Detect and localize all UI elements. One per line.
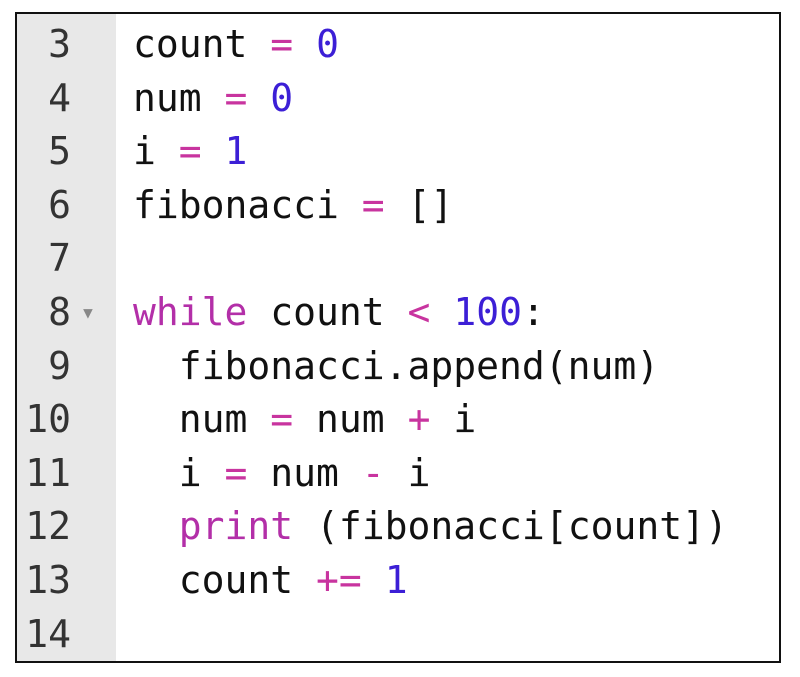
line-number: 4 [48, 75, 71, 120]
text-token: i [133, 129, 179, 174]
text-token: count [133, 22, 271, 66]
text-token: (fibonacci[count]) [293, 504, 728, 549]
text-token [202, 129, 225, 173]
text-token: [] [384, 182, 454, 227]
text-token: num [133, 397, 271, 442]
text-token: i [384, 450, 431, 495]
fold-arrow-icon[interactable]: ▼ [83, 302, 93, 322]
code-lines[interactable]: 3 count = 0 4 num = 0 5 i = 1 6 fibonacci = [] 7… [17, 18, 779, 661]
operator-token: + [407, 397, 431, 442]
code-text: while count < 100: [133, 286, 545, 340]
text-token: count [133, 557, 317, 602]
number-token: 0 [270, 75, 294, 120]
operator-token: - [361, 450, 385, 495]
text-token: num [247, 450, 362, 495]
code-editor[interactable]: 3 count = 0 4 num = 0 5 i = 1 6 fibonacci = [] 7… [15, 12, 781, 663]
text-token [430, 290, 453, 334]
text-token [362, 558, 385, 602]
code-line[interactable]: 11 i = num - i [17, 447, 779, 501]
code-text: fibonacci.append(num) [133, 340, 659, 394]
line-number: 12 [25, 504, 71, 549]
code-line[interactable]: 5 i = 1 [17, 125, 779, 179]
number-token: 100 [453, 289, 522, 334]
code-text: print (fibonacci[count]) [133, 500, 728, 554]
operator-token: = [361, 182, 385, 227]
code-line[interactable]: 6 fibonacci = [] [17, 179, 779, 233]
code-line[interactable]: 10 num = num + i [17, 393, 779, 447]
line-number: 6 [48, 182, 71, 227]
code-text: fibonacci = [] [133, 179, 453, 233]
code-line[interactable]: 7 [17, 232, 779, 286]
code-line[interactable]: 12 print (fibonacci[count]) [17, 500, 779, 554]
code-line[interactable]: 9 fibonacci.append(num) [17, 340, 779, 394]
code-line[interactable]: 8 ▼ while count < 100: [17, 286, 779, 340]
code-text: num = num + i [133, 393, 476, 447]
code-text: i = num - i [133, 447, 431, 501]
code-text: i = 1 [133, 125, 247, 179]
text-token: fibonacci.append(num) [133, 343, 660, 388]
operator-token: = [270, 22, 294, 66]
text-token: fibonacci [133, 182, 362, 227]
text-token: num [293, 397, 408, 442]
operator-token: = [178, 129, 202, 174]
text-token: num [133, 75, 225, 120]
text-token: i [430, 397, 477, 442]
keyword-token: while [133, 289, 248, 334]
line-number: 10 [25, 397, 71, 442]
code-text: num = 0 [133, 72, 293, 126]
operator-token: = [224, 75, 248, 120]
text-token: count [247, 289, 408, 334]
line-number: 3 [48, 22, 71, 66]
line-number: 9 [48, 343, 71, 388]
line-number: 11 [25, 450, 71, 495]
code-line[interactable]: 14 [17, 608, 779, 661]
operator-token: += [316, 557, 362, 602]
operator-token: < [407, 289, 431, 334]
text-token [293, 22, 316, 66]
text-token: : [521, 289, 545, 334]
line-number: 13 [25, 557, 71, 602]
line-number: 14 [25, 611, 71, 656]
text-token: i [133, 450, 225, 495]
operator-token: = [224, 450, 248, 495]
code-text: count += 1 [133, 554, 408, 608]
line-number: 7 [48, 236, 71, 281]
line-number: 5 [48, 129, 71, 174]
line-number: 8 [48, 289, 71, 334]
code-line[interactable]: 4 num = 0 [17, 72, 779, 126]
number-token: 1 [224, 129, 248, 174]
code-line[interactable]: 3 count = 0 [17, 18, 779, 72]
text-token [247, 76, 270, 120]
number-token: 0 [316, 22, 339, 66]
code-text: count = 0 [133, 18, 339, 72]
code-line[interactable]: 13 count += 1 [17, 554, 779, 608]
keyword-token: print [178, 504, 294, 549]
text-token [133, 504, 179, 548]
line-number-gutter [17, 14, 116, 661]
number-token: 1 [384, 557, 408, 602]
operator-token: = [270, 397, 294, 442]
